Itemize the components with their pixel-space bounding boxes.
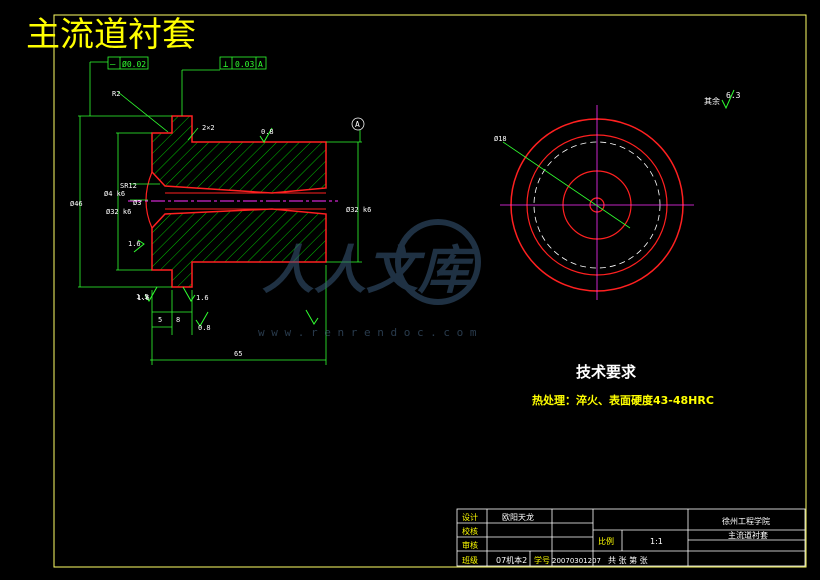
part-section-lower (151, 208, 327, 288)
drawing-title: 主流道衬套 (26, 15, 196, 55)
gdt2-value: 0.03 (235, 60, 254, 69)
watermark-brand: 人人文库 (262, 241, 479, 301)
tb-scale-label: 比例 (598, 536, 614, 546)
front-view: — Ø0.02 ⊥ 0.03 A A R2 2×2 SR12 Ø3 0.8 1.… (70, 56, 741, 365)
tb-label-review: 审核 (462, 540, 478, 550)
datum-marker: A (351, 117, 365, 131)
len-total: 65 (234, 350, 242, 358)
dim-sr: SR12 (120, 182, 137, 190)
drawing-border (53, 14, 807, 568)
ra-bottom1: 1.6 (137, 294, 150, 302)
ra-left: 1.6 (128, 240, 141, 248)
len-small1: 1.5 (136, 293, 149, 301)
part-section-upper (151, 115, 327, 194)
gdt2-datum: A (258, 60, 263, 69)
tb-label-class: 班级 (462, 555, 478, 565)
gdt1-value: Ø0.02 (122, 59, 146, 69)
gdt-frame-perpendicularity: ⊥ 0.03 A (219, 56, 267, 70)
dia-right: Ø32 k6 (346, 206, 371, 214)
tb-value-class: 07机本2 (496, 555, 527, 565)
title-block (456, 508, 806, 567)
tb-scale-value: 1:1 (650, 537, 663, 546)
ra-bottom3: 0.8 (198, 324, 211, 332)
gdt-frame-straightness: — Ø0.02 (107, 56, 149, 70)
len-small3: 8 (176, 316, 180, 324)
tb-label-check: 校核 (462, 526, 478, 536)
watermark-url: w w w . r e n r e n d o c . c o m (258, 326, 477, 339)
datum-label: A (355, 120, 360, 129)
gdt2-symbol: ⊥ (223, 60, 229, 70)
ra-top: 0.8 (261, 128, 274, 136)
side-view-dia: Ø18 (494, 135, 507, 143)
surface-note-value: 6.3 (726, 91, 741, 100)
surface-note-label: 其余 (704, 96, 720, 106)
tb-label-design: 设计 (462, 512, 478, 522)
side-view: Ø18 (494, 105, 694, 300)
tb-part-name: 主流道衬套 (728, 530, 768, 540)
dim-chamfer: 2×2 (202, 124, 215, 132)
dia-mid: Ø32 k6 (106, 208, 131, 216)
len-small2: 5 (158, 316, 162, 324)
watermark: 人人文库 w w w . r e n r e n d o c . c o m (258, 219, 481, 339)
dim-d3: Ø3 (133, 199, 141, 207)
ra-bottom2: 1.6 (196, 294, 209, 302)
gdt1-symbol: — (110, 60, 116, 70)
tech-req-heading: 技术要求 (576, 363, 637, 381)
tb-sheets: 共 张 第 张 (608, 555, 648, 565)
tb-value-id: 20070301207 (552, 557, 601, 565)
dia-outer: Ø46 (70, 200, 83, 208)
tb-value-design: 欧阳天龙 (502, 512, 534, 522)
tb-label-id: 学号 (534, 555, 550, 565)
dia-side: Ø4 k6 (104, 190, 125, 198)
dim-r: R2 (112, 90, 120, 98)
tech-req-line1: 热处理：淬火、表面硬度43-48HRC (532, 393, 714, 407)
tb-school: 徐州工程学院 (722, 516, 770, 526)
watermark-logo-icon (395, 219, 481, 305)
